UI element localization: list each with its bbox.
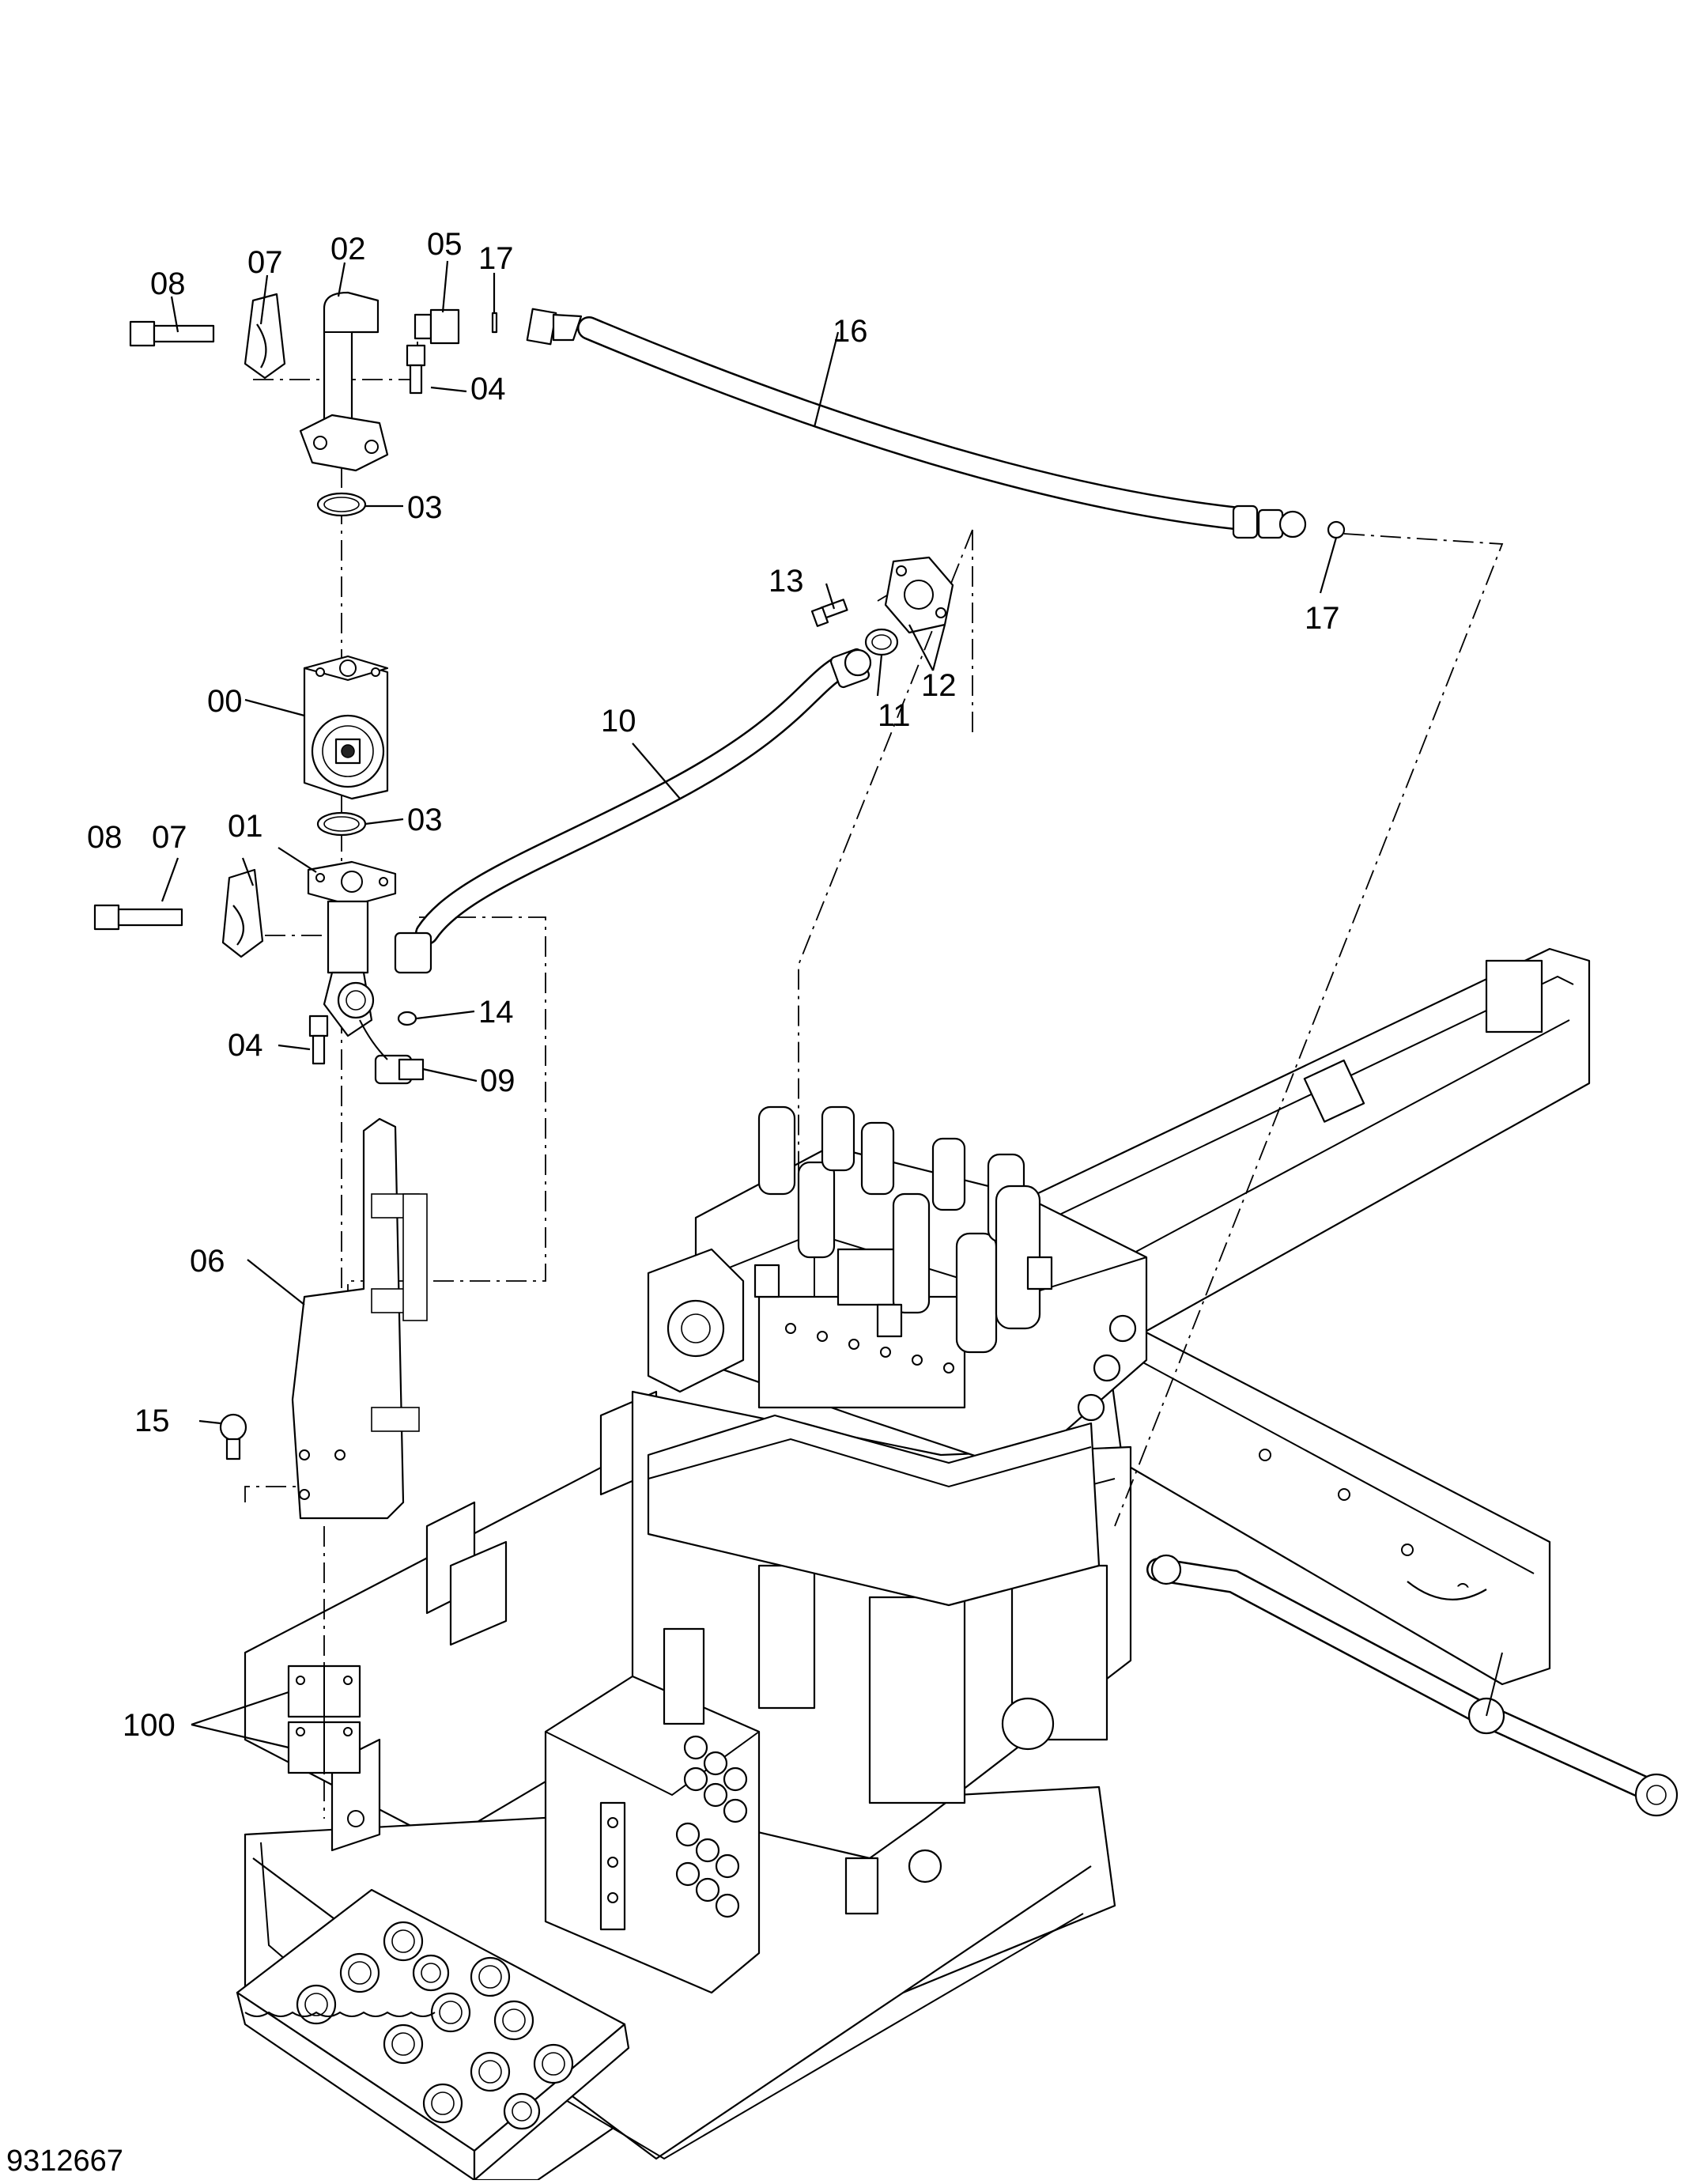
callout-13: 13 <box>769 564 804 599</box>
lower-fittings <box>93 860 425 1085</box>
bracket-06 <box>219 1117 428 1520</box>
callout-02: 02 <box>330 232 366 266</box>
callout-15: 15 <box>134 1404 170 1438</box>
callout-10: 10 <box>601 704 636 739</box>
callout-100: 100 <box>123 1708 176 1743</box>
callout-04-upper: 04 <box>470 372 506 406</box>
callout-14: 14 <box>478 995 514 1030</box>
callout-07-lower: 07 <box>152 820 187 855</box>
hose-10 <box>394 556 954 974</box>
callout-01: 01 <box>228 809 263 844</box>
callout-08-upper: 08 <box>150 266 186 301</box>
callout-12: 12 <box>921 668 957 703</box>
callout-17-upper: 17 <box>478 241 514 276</box>
valve-body-00 <box>303 655 389 837</box>
callout-07-upper: 07 <box>247 245 283 280</box>
callout-05: 05 <box>427 227 463 262</box>
callout-09: 09 <box>480 1064 515 1098</box>
callout-labels: 08 07 02 05 17 04 16 03 13 17 12 00 10 1… <box>87 227 1340 1743</box>
leader-lines <box>161 260 1338 1749</box>
callout-17-lower: 17 <box>1305 601 1340 636</box>
upper-fittings <box>129 291 498 517</box>
callout-16: 16 <box>833 314 868 349</box>
callout-03-lower: 03 <box>407 803 443 837</box>
callout-04-lower: 04 <box>228 1028 263 1063</box>
callout-00: 00 <box>207 684 243 719</box>
document-number: 9312667 <box>6 2144 123 2178</box>
control-valve <box>647 1105 1148 1607</box>
callout-03-upper: 03 <box>407 490 443 525</box>
hose-16 <box>526 308 1346 539</box>
callout-11: 11 <box>878 698 911 733</box>
callout-06: 06 <box>190 1244 225 1279</box>
lower-right-pipe <box>1146 1554 1679 1817</box>
callout-08-lower: 08 <box>87 820 123 855</box>
step-plate <box>236 1888 630 2182</box>
